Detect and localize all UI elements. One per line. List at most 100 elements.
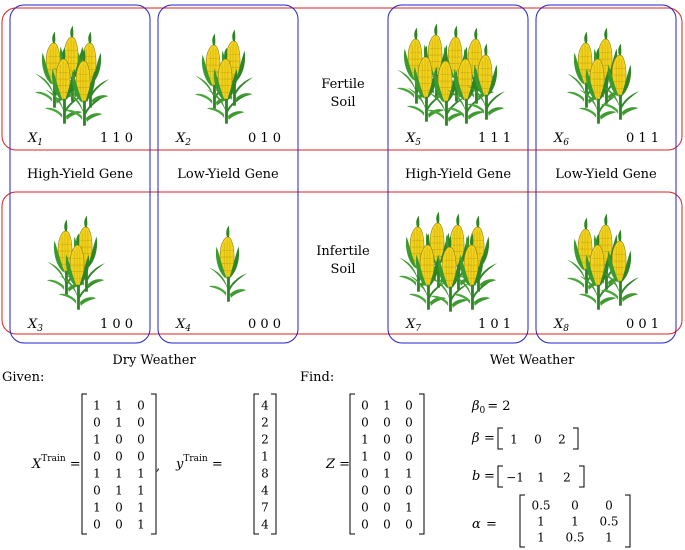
matrix-cell: 0 bbox=[93, 415, 101, 429]
corn-cluster bbox=[46, 215, 106, 311]
matrix-cell: 0 bbox=[383, 500, 391, 514]
cell-code-x1: 1 1 0 bbox=[100, 131, 133, 146]
left-bracket bbox=[497, 465, 503, 488]
matrix-cell: 1 bbox=[93, 398, 101, 412]
matrix-cell: 1 bbox=[510, 432, 518, 446]
corn-plant-icon bbox=[208, 225, 248, 303]
matrix-cell: 0 bbox=[534, 432, 542, 446]
equals: = bbox=[484, 431, 495, 446]
matrix-cell: 0 bbox=[605, 498, 613, 512]
matrix-cell: 0 bbox=[115, 517, 123, 531]
matrix-cell: 0 bbox=[361, 466, 369, 480]
matrix-cell: 0 bbox=[137, 432, 145, 446]
matrix-cell: 0 bbox=[115, 449, 123, 463]
matrix-cell: 0 bbox=[115, 500, 123, 514]
cell-var-x8: X8 bbox=[553, 317, 569, 334]
matrix-cell: 0 bbox=[361, 398, 369, 412]
matrix-cell: 1 bbox=[115, 466, 123, 480]
cell-code-x8: 0 0 1 bbox=[626, 317, 659, 332]
matrix-cell: 0.5 bbox=[599, 514, 618, 528]
matrix-cell: 0 bbox=[361, 415, 369, 429]
dry-high-yield-gene-region bbox=[9, 4, 151, 344]
cell-var-x6: X6 bbox=[553, 131, 569, 148]
soil-label: Soil bbox=[330, 95, 355, 110]
corn-cluster bbox=[34, 25, 110, 127]
corn-cluster bbox=[566, 213, 640, 311]
matrix-cell: 0 bbox=[361, 500, 369, 514]
matrix-cell: 1 bbox=[93, 466, 101, 480]
cell-code-x4: 0 0 0 bbox=[248, 317, 281, 332]
matrix-cell: 2 bbox=[261, 432, 269, 446]
matrix-cell: 0 bbox=[383, 432, 391, 446]
cell-var-x7: X7 bbox=[405, 317, 421, 334]
cell-var-x4: X4 bbox=[175, 317, 191, 334]
wet-high-yield-gene-region bbox=[387, 4, 529, 344]
matrix-cell: 0 bbox=[405, 449, 413, 463]
matrix-cell: 1 bbox=[537, 470, 545, 484]
right-bracket bbox=[271, 393, 277, 535]
cell-code-x5: 1 1 1 bbox=[478, 131, 511, 146]
matrix-cell: 1 bbox=[115, 483, 123, 497]
matrix-cell: 1 bbox=[405, 500, 413, 514]
given-label: Given: bbox=[2, 370, 44, 385]
matrix-cell: 1 bbox=[93, 432, 101, 446]
corn-cluster bbox=[566, 27, 640, 125]
matrix-cell: −1 bbox=[506, 470, 524, 484]
equals: = bbox=[484, 469, 495, 484]
cell-var-x3: X3 bbox=[27, 317, 43, 334]
matrix-cell: 1 bbox=[405, 466, 413, 480]
matrix-cell: 1 bbox=[93, 500, 101, 514]
matrix-cell: 4 bbox=[261, 517, 269, 531]
weather-label-wet: Wet Weather bbox=[490, 353, 575, 368]
matrix-cell: 1 bbox=[115, 415, 123, 429]
matrix-cell: 0 bbox=[137, 449, 145, 463]
beta0-equation: β0= 2 bbox=[471, 399, 511, 416]
infertile-soil-region bbox=[1, 191, 683, 335]
matrix-cell: 1 bbox=[115, 398, 123, 412]
matrix-cell: 0 bbox=[361, 483, 369, 497]
matrix-cell: 1 bbox=[537, 514, 545, 528]
matrix-cell: 1 bbox=[571, 514, 579, 528]
find-label: Find: bbox=[300, 370, 334, 385]
cell-var-x5: X5 bbox=[405, 131, 421, 148]
z-lhs: Z = bbox=[325, 457, 350, 472]
matrix-cell: 0 bbox=[137, 415, 145, 429]
matrix-cell: 0 bbox=[93, 483, 101, 497]
alpha-lhs: α bbox=[472, 517, 481, 532]
matrix-cell: 0 bbox=[137, 398, 145, 412]
matrix-cell: 2 bbox=[261, 415, 269, 429]
matrix-cell: 4 bbox=[261, 398, 269, 412]
matrix-cell: 0 bbox=[571, 498, 579, 512]
matrix-cell: 0 bbox=[405, 517, 413, 531]
matrix-cell: 1 bbox=[137, 483, 145, 497]
left-bracket bbox=[349, 393, 355, 535]
right-bracket bbox=[419, 393, 425, 535]
dry-low-yield-gene-region bbox=[157, 4, 299, 344]
left-bracket bbox=[253, 393, 259, 535]
wet-low-yield-gene-region bbox=[535, 4, 677, 344]
y-train-lhs: yTrain = bbox=[175, 454, 223, 472]
cell-code-x6: 0 1 1 bbox=[626, 131, 659, 146]
matrix-cell: 1 bbox=[361, 432, 369, 446]
corn-cluster bbox=[208, 225, 248, 303]
fertile-soil-region bbox=[1, 7, 683, 151]
matrix-cell: 1 bbox=[261, 449, 269, 463]
left-bracket bbox=[519, 494, 525, 548]
corn-cluster bbox=[194, 29, 254, 125]
matrix-cell: 1 bbox=[137, 517, 145, 531]
matrix-cell: 1 bbox=[137, 466, 145, 480]
equals: = bbox=[486, 517, 497, 532]
matrix-cell: 0 bbox=[383, 483, 391, 497]
cell-code-x3: 1 0 0 bbox=[100, 317, 133, 332]
corn-cluster bbox=[396, 23, 506, 127]
matrix-cell: 4 bbox=[261, 483, 269, 497]
matrix-cell: 0 bbox=[93, 517, 101, 531]
matrix-cell: 0 bbox=[361, 517, 369, 531]
matrix-cell: 0 bbox=[93, 449, 101, 463]
right-bracket bbox=[579, 465, 585, 488]
